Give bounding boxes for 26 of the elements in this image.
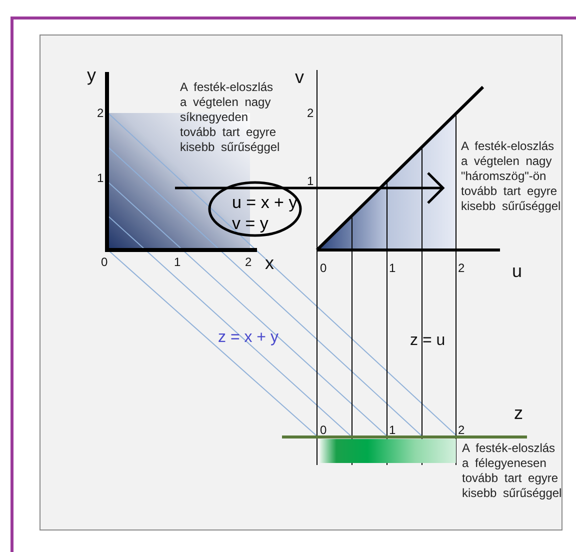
tick-label: 0: [320, 262, 327, 274]
tick-label: 0: [101, 256, 108, 268]
formula-text: z = u: [410, 333, 446, 349]
tick-label: 2: [97, 107, 104, 119]
formula-text: u = x + y: [232, 192, 298, 213]
note-text: A festék-eloszlás a végtelen nagy síknegyeden tovább tart egyre kisebb sűrűséggel: [180, 80, 280, 155]
tick-label: 2: [245, 256, 252, 268]
tick-label: 1: [97, 172, 104, 184]
axis-label: z: [514, 404, 523, 422]
tick-label: 1: [389, 424, 396, 436]
note-text: A festék-eloszlás a félegyenesen tovább tart egyre kisebb sűrűséggel: [462, 441, 562, 501]
axis-label: y: [87, 66, 96, 84]
formula-text: v = y: [232, 213, 268, 234]
tick-label: 2: [458, 262, 465, 274]
transform-ellipse: [208, 181, 302, 237]
tick-label: 2: [458, 424, 465, 436]
tick-label: 1: [307, 175, 314, 187]
axis-label: u: [512, 262, 522, 280]
tick-label: 1: [389, 262, 396, 274]
note-text: A festék-eloszlás a végtelen nagy "háromszög"-ön tovább tart egyre kisebb sűrűséggel: [461, 139, 561, 214]
tick-label: 2: [307, 107, 314, 119]
formula-text: z = x + y: [218, 330, 278, 346]
axis-label: v: [295, 68, 304, 86]
tick-label: 1: [174, 256, 181, 268]
tick-label: 0: [320, 424, 327, 436]
axis-label: x: [265, 254, 274, 272]
